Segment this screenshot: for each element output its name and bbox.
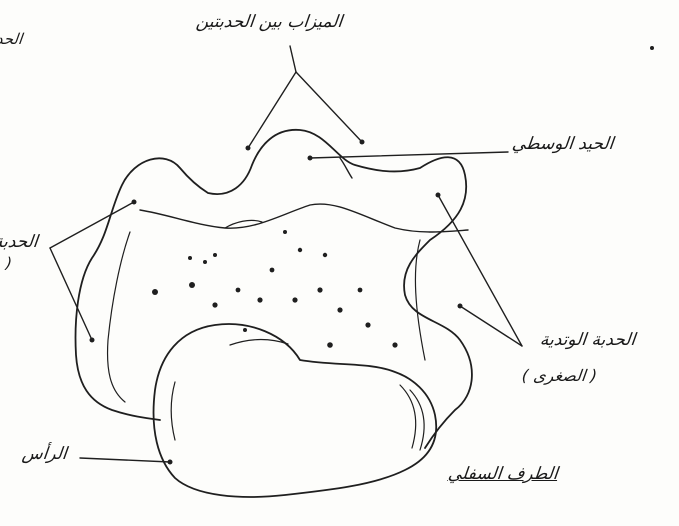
leader-end-dot bbox=[90, 338, 95, 343]
foramen-dot bbox=[212, 302, 217, 307]
foramen-dot bbox=[337, 307, 342, 312]
foramen-dot bbox=[152, 289, 158, 295]
leader-bright-b bbox=[460, 306, 522, 346]
foramen-dot bbox=[270, 268, 275, 273]
leader-end-dot bbox=[436, 193, 441, 198]
ridge-line-4 bbox=[415, 240, 425, 360]
foramen-dot bbox=[298, 248, 302, 252]
leader-bright-a bbox=[438, 195, 522, 346]
head-inner-line-4 bbox=[230, 340, 288, 345]
leader-end-dot bbox=[132, 200, 137, 205]
leader-top-c bbox=[290, 46, 296, 72]
foramen-dot bbox=[189, 282, 195, 288]
foramen-dot bbox=[283, 230, 287, 234]
label-corner-fragment: الحد bbox=[0, 30, 23, 48]
leader-head bbox=[80, 458, 170, 462]
foramen-dot bbox=[292, 297, 297, 302]
stray-dot bbox=[650, 46, 654, 50]
leader-end-dot bbox=[458, 304, 463, 309]
label-lesser-tubercle-sub: ( الصغرى ) bbox=[521, 366, 598, 385]
leader-end-dot bbox=[308, 156, 313, 161]
label-lower-end: الطرف السفلي bbox=[447, 464, 559, 484]
foramen-dot bbox=[365, 322, 370, 327]
foramen-dot bbox=[392, 342, 397, 347]
leader-end-dot bbox=[168, 460, 173, 465]
ridge-line bbox=[140, 204, 468, 232]
foramen-dot bbox=[213, 253, 217, 257]
bone-outline bbox=[76, 130, 472, 448]
bone-head bbox=[154, 324, 437, 497]
foramen-dot bbox=[257, 297, 262, 302]
label-middle-ridge: الحيد الوسطي bbox=[511, 134, 614, 154]
label-lesser-tubercle: الحدبة الوتدية bbox=[539, 330, 636, 350]
foramen-dot bbox=[358, 288, 363, 293]
leader-left-a bbox=[50, 202, 134, 248]
foramen-dot bbox=[317, 287, 322, 292]
ridge-line-2 bbox=[108, 232, 130, 402]
leader-left-b bbox=[50, 248, 92, 340]
foramen-dot bbox=[243, 328, 247, 332]
label-intercondylar-groove: الميزاب بين الحدبتين bbox=[195, 12, 343, 32]
label-head: الرأس bbox=[21, 444, 68, 464]
foramen-dot bbox=[203, 260, 207, 264]
foramen-dot bbox=[236, 288, 241, 293]
foramen-dot bbox=[188, 256, 192, 260]
head-inner-line-2 bbox=[410, 390, 424, 450]
foramen-dot bbox=[323, 253, 327, 257]
head-inner-line-3 bbox=[171, 382, 175, 440]
label-left-tubercle: الحدبة bbox=[0, 232, 39, 252]
leader-end-dot bbox=[360, 140, 365, 145]
foramen-dot bbox=[327, 342, 333, 348]
leader-end-dot bbox=[246, 146, 251, 151]
